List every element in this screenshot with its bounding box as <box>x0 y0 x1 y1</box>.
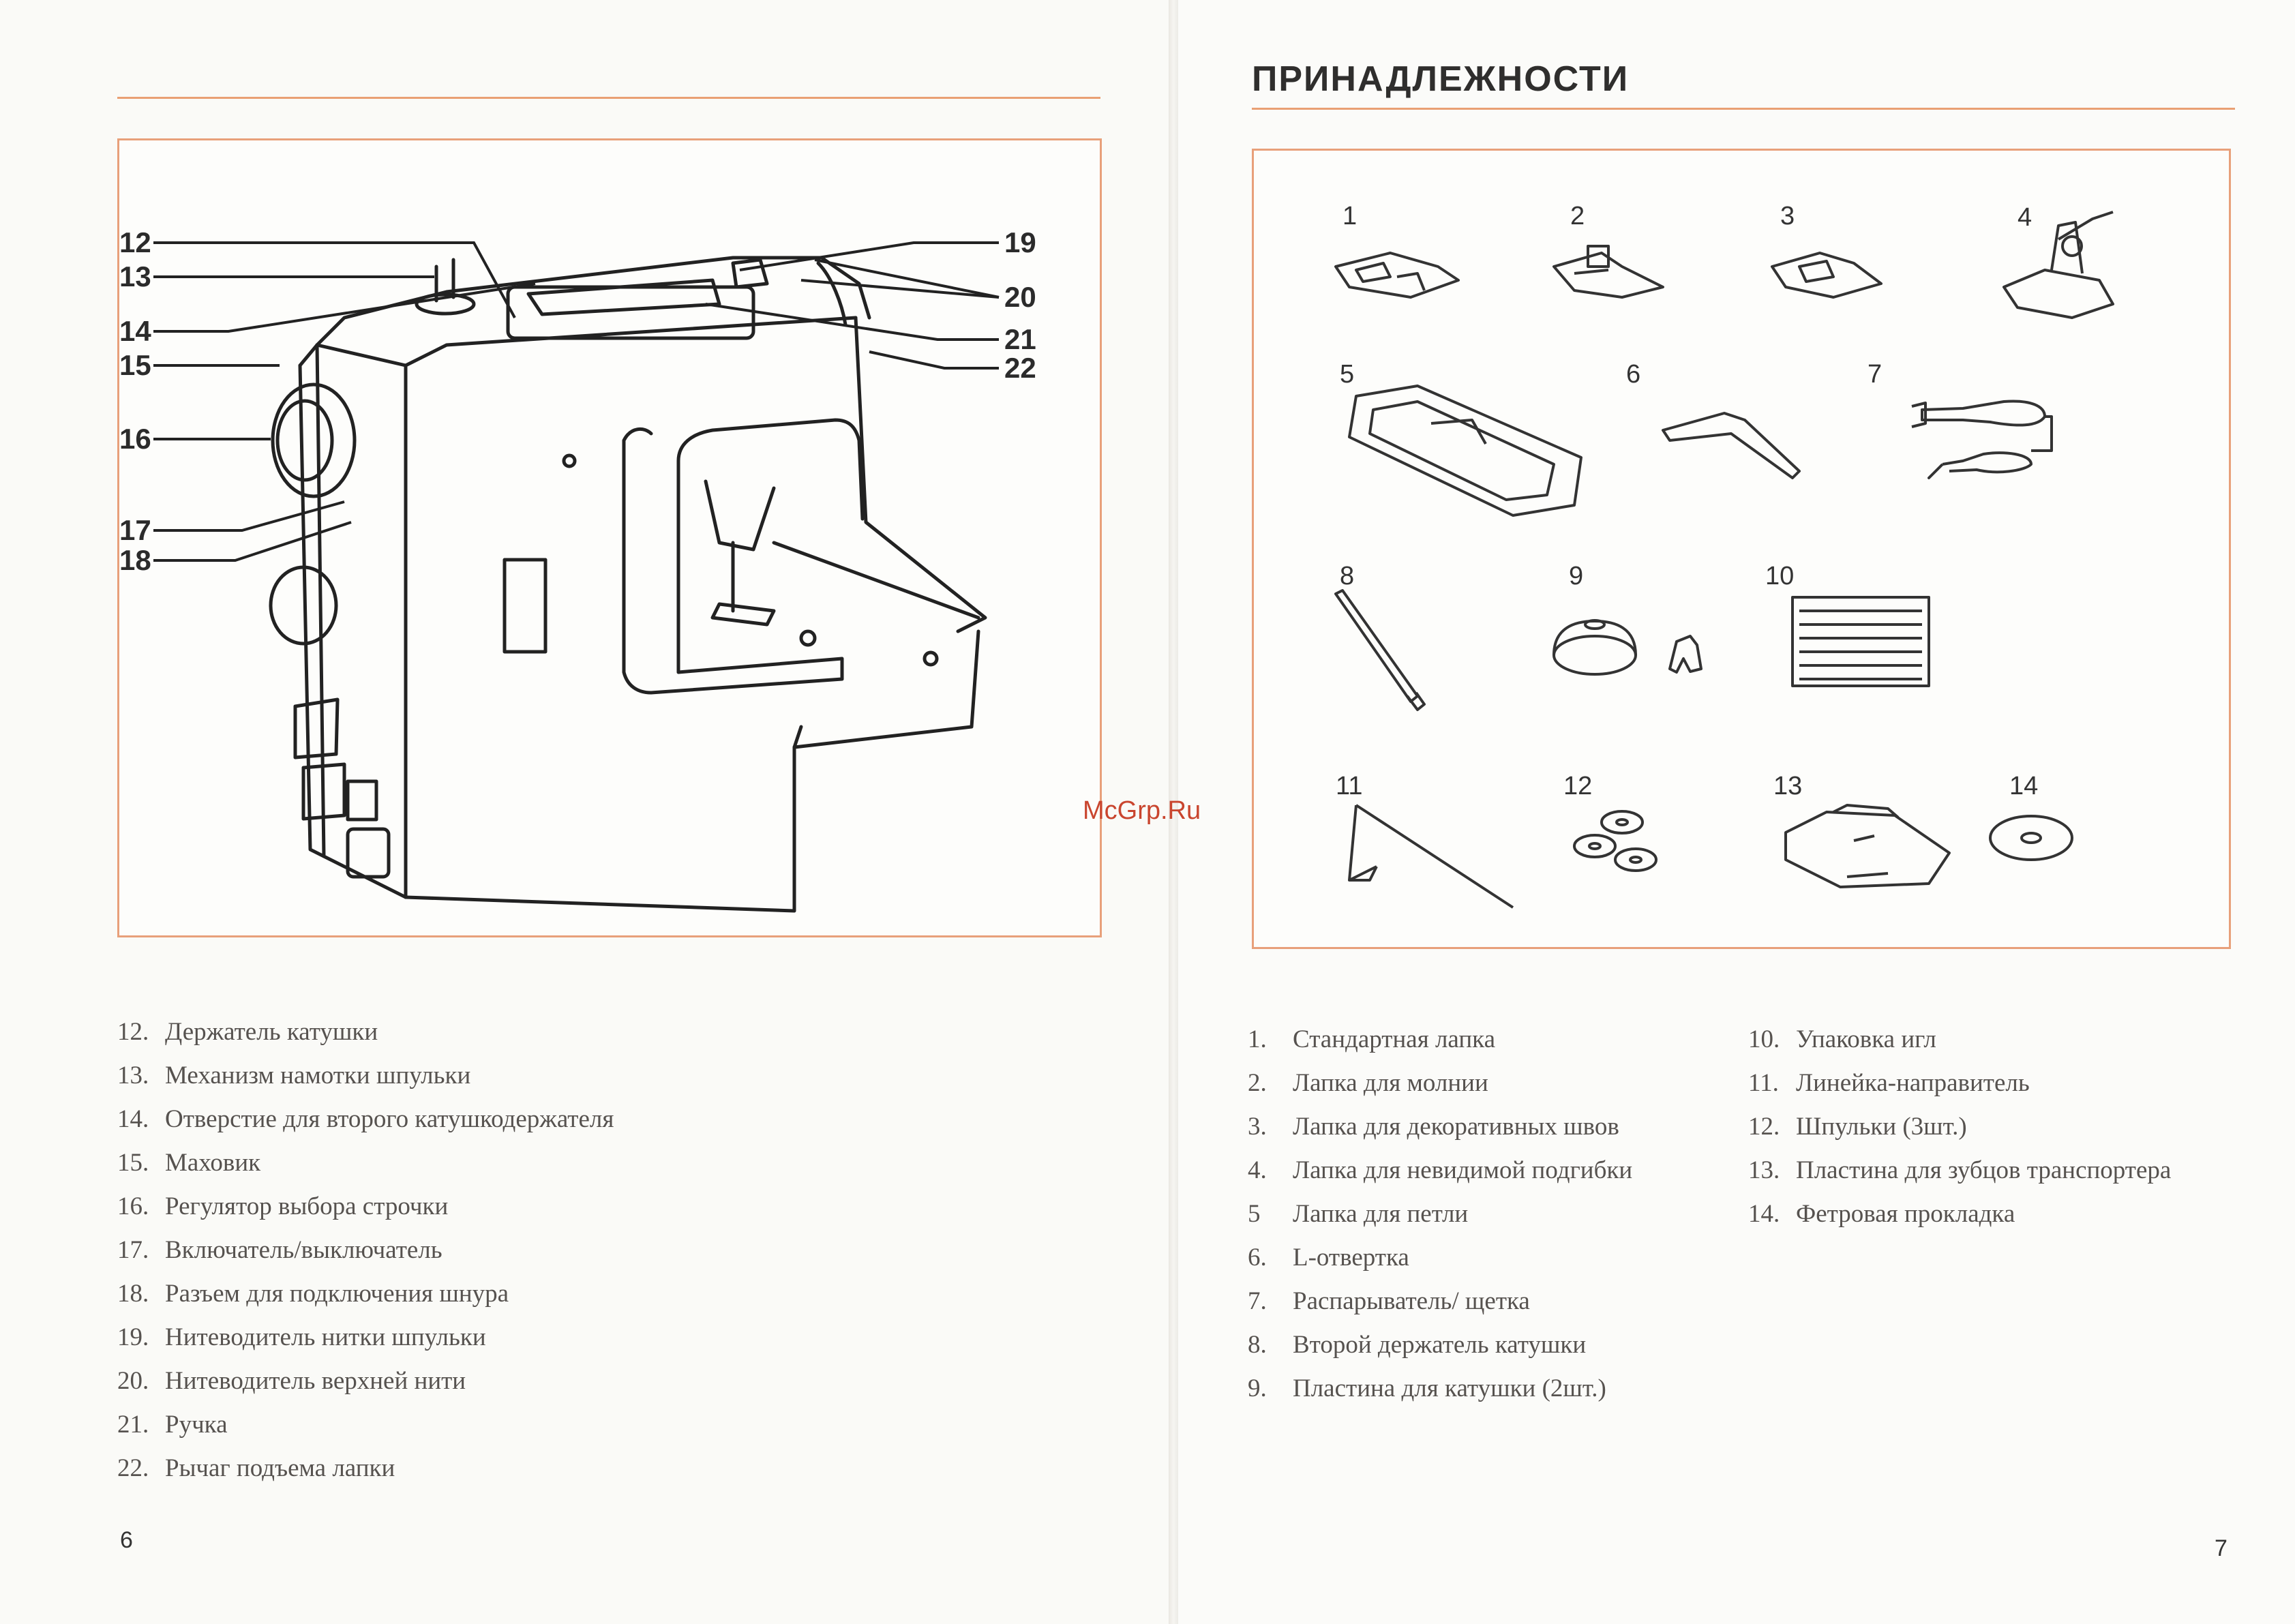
needle-pack-icon <box>1791 596 1930 687</box>
accessories-list-column-2: 10.Упаковка игл 11.Линейка-направитель 1… <box>1748 1018 2171 1236</box>
accessories-diagram: 1 2 3 4 5 6 7 8 9 10 11 12 13 14 <box>1334 202 2114 909</box>
callout-21: 21 <box>1004 323 1036 355</box>
blind-hem-foot-icon <box>2002 211 2114 319</box>
page-number-right: 7 <box>2215 1535 2228 1561</box>
page-number-left: 6 <box>120 1527 133 1553</box>
callout-16: 16 <box>119 423 151 455</box>
list-item: 15.Маховик <box>117 1149 261 1177</box>
figure-number-1: 1 <box>1342 202 1357 230</box>
figure-number-12: 12 <box>1563 772 1592 800</box>
watermark: McGrp.Ru <box>1083 796 1201 825</box>
bobbins-icon <box>1573 810 1657 872</box>
callout-17: 17 <box>119 514 151 546</box>
figure-number-10: 10 <box>1765 562 1794 590</box>
list-item: 12.Держатель катушки <box>117 1018 378 1046</box>
figure-number-5: 5 <box>1340 360 1354 389</box>
list-item: 3.Лапка для декоративных швов <box>1248 1113 1619 1141</box>
list-item: 7.Распарыватель/ щетка <box>1248 1287 1530 1315</box>
figure-number-14: 14 <box>2009 772 2038 800</box>
accessories-list-column-1: 1.Стандартная лапка 2.Лапка для молнии 3… <box>1248 1018 1632 1411</box>
seam-guide-icon <box>1348 804 1514 909</box>
figure-number-11: 11 <box>1336 772 1362 800</box>
list-item: 18.Разъем для подключения шнура <box>117 1280 509 1308</box>
buttonhole-foot-icon <box>1348 385 1582 517</box>
list-item: 14.Отверстие для второго катушкодержател… <box>117 1105 614 1133</box>
list-item: 10.Упаковка игл <box>1748 1025 1936 1053</box>
seam-ripper-brush-icon <box>1911 400 2053 479</box>
list-item: 13.Пластина для зубцов транспортера <box>1748 1156 2172 1184</box>
callout-14: 14 <box>119 315 151 347</box>
list-item: 13.Механизм намотки шпульки <box>117 1062 471 1089</box>
list-item: 4.Лапка для невидимой подгибки <box>1248 1156 1633 1184</box>
callout-20: 20 <box>1004 281 1036 313</box>
felt-pad-icon <box>1989 815 2073 861</box>
list-item: 20.Нитеводитель верхней нити <box>117 1367 466 1395</box>
list-item: 2.Лапка для молнии <box>1248 1069 1488 1097</box>
sewing-machine-diagram: 12 13 14 15 16 17 18 19 20 21 22 <box>119 226 1036 913</box>
decorative-stitch-foot-icon <box>1771 252 1882 299</box>
spool-plate-icon <box>1552 619 1702 676</box>
machine-diagram-frame: 12 13 14 15 16 17 18 19 20 21 22 <box>117 138 1102 937</box>
list-item: 12.Шпульки (3шт.) <box>1748 1113 1967 1141</box>
list-item: 14.Фетровая прокладка <box>1748 1200 2015 1228</box>
accessories-diagram-frame: 1 2 3 4 5 6 7 8 9 10 11 12 13 14 <box>1252 149 2231 949</box>
page-title: ПРИНАДЛЕЖНОСТИ <box>1252 59 1630 99</box>
right-header-rule <box>1252 108 2235 110</box>
callout-13: 13 <box>119 260 151 292</box>
list-item: 22.Рычаг подъема лапки <box>117 1454 395 1482</box>
figure-number-4: 4 <box>2017 203 2032 232</box>
callout-19: 19 <box>1004 226 1036 258</box>
zipper-foot-icon <box>1552 245 1664 299</box>
figure-number-3: 3 <box>1780 202 1795 230</box>
feed-dog-cover-plate-icon <box>1784 804 1951 888</box>
list-item: 21.Ручка <box>117 1411 228 1439</box>
figure-number-9: 9 <box>1569 562 1583 590</box>
figure-number-2: 2 <box>1570 202 1585 230</box>
parts-list: 12.Держатель катушки 13.Механизм намотки… <box>117 1010 614 1490</box>
list-item: 6.L-отвертка <box>1248 1244 1409 1272</box>
list-item: 17.Включатель/выключатель <box>117 1236 442 1264</box>
book-spine <box>1169 0 1178 1624</box>
list-item: 9.Пластина для катушки (2шт.) <box>1248 1374 1606 1402</box>
left-header-rule <box>117 97 1100 99</box>
list-item: 16.Регулятор выбора строчки <box>117 1192 449 1220</box>
figure-number-13: 13 <box>1773 772 1802 800</box>
list-item: 1.Стандартная лапка <box>1248 1025 1495 1053</box>
callout-15: 15 <box>119 349 151 381</box>
figure-number-6: 6 <box>1626 360 1640 389</box>
l-screwdriver-icon <box>1662 412 1801 479</box>
list-item: 8.Второй держатель катушки <box>1248 1331 1587 1359</box>
spool-holder-icon <box>1334 589 1426 711</box>
list-item: 11.Линейка-направитель <box>1748 1069 2030 1097</box>
figure-number-7: 7 <box>1867 360 1882 389</box>
list-item: 19.Нитеводитель нитки шпульки <box>117 1323 486 1351</box>
figure-number-8: 8 <box>1340 562 1354 590</box>
callout-12: 12 <box>119 226 151 258</box>
callout-18: 18 <box>119 544 151 576</box>
standard-foot-icon <box>1334 252 1460 299</box>
callout-22: 22 <box>1004 352 1036 384</box>
